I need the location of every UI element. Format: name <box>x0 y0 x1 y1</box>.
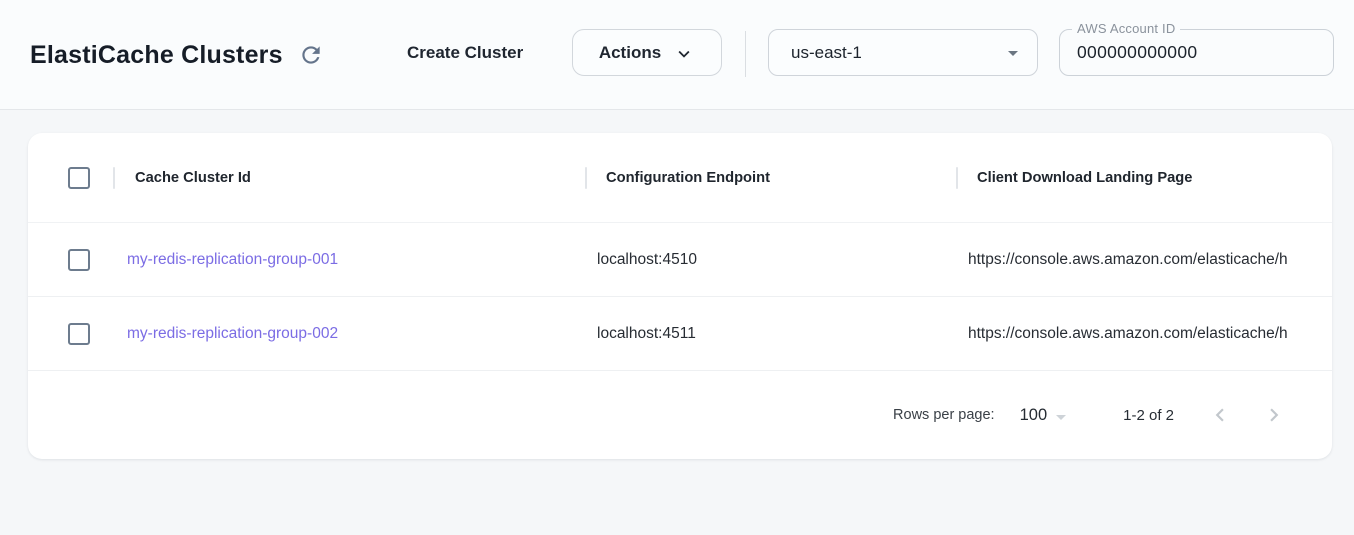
cell-cache-cluster-id: my-redis-replication-group-002 <box>113 325 585 343</box>
row-checkbox-cell <box>28 297 113 370</box>
aws-account-id-label: AWS Account ID <box>1072 21 1181 36</box>
toolbar-divider <box>745 31 746 77</box>
previous-page-button[interactable] <box>1200 395 1240 435</box>
chevron-left-icon <box>1207 402 1233 428</box>
cluster-link[interactable]: my-redis-replication-group-001 <box>127 250 339 268</box>
header-checkbox-cell <box>28 133 113 222</box>
cell-configuration-endpoint: localhost:4510 <box>597 250 697 268</box>
select-all-checkbox[interactable] <box>68 166 90 189</box>
table-row: my-redis-replication-group-002 localhost… <box>28 297 1332 371</box>
cell-client-download-landing-page: https://console.aws.amazon.com/elasticac… <box>968 324 1288 342</box>
rows-per-page-value: 100 <box>1019 405 1048 424</box>
table-row: my-redis-replication-group-001 localhost… <box>28 223 1332 297</box>
aws-account-id-field: AWS Account ID <box>1059 21 1334 76</box>
row-checkbox[interactable] <box>68 248 90 271</box>
page-title: ElastiCache Clusters <box>30 40 283 69</box>
arrow-drop-down-icon <box>1049 405 1073 429</box>
rows-per-page-label: Rows per page: <box>893 407 995 423</box>
row-checkbox-cell <box>28 223 113 296</box>
cell-client-download-landing-page: https://console.aws.amazon.com/elasticac… <box>968 250 1288 268</box>
top-bar: ElastiCache Clusters Create Cluster Acti… <box>0 0 1354 110</box>
create-cluster-button[interactable]: Create Cluster <box>399 31 531 75</box>
refresh-button[interactable] <box>297 41 325 69</box>
actions-button-label: Actions <box>598 42 662 62</box>
rows-per-page-select[interactable]: 100 <box>1020 402 1074 429</box>
table-pagination: Rows per page: 100 1-2 of 2 <box>28 371 1332 459</box>
title-group: ElastiCache Clusters <box>30 0 325 110</box>
next-page-button[interactable] <box>1254 395 1294 435</box>
region-select[interactable]: us-east-1 <box>768 29 1038 76</box>
clusters-table-card: Cache Cluster Id Configuration Endpoint … <box>28 133 1332 459</box>
cell-cache-cluster-id: my-redis-replication-group-001 <box>113 251 585 269</box>
chevron-right-icon <box>1261 402 1287 428</box>
pagination-range-label: 1-2 of 2 <box>1123 406 1174 424</box>
column-header-client-download-landing-page[interactable]: Client Download Landing Page <box>956 133 1332 222</box>
aws-account-id-input[interactable] <box>1060 30 1330 75</box>
cell-configuration-endpoint: localhost:4511 <box>597 324 696 342</box>
cluster-link[interactable]: my-redis-replication-group-002 <box>127 324 339 342</box>
row-checkbox[interactable] <box>68 322 90 345</box>
column-header-configuration-endpoint[interactable]: Configuration Endpoint <box>585 133 956 222</box>
refresh-icon <box>298 42 324 68</box>
table-header-row: Cache Cluster Id Configuration Endpoint … <box>28 133 1332 223</box>
column-header-cache-cluster-id[interactable]: Cache Cluster Id <box>113 133 585 222</box>
arrow-drop-down-icon <box>1001 41 1025 65</box>
chevron-down-icon <box>673 41 695 65</box>
region-select-value: us-east-1 <box>791 42 862 62</box>
actions-dropdown-button[interactable]: Actions <box>572 29 722 76</box>
